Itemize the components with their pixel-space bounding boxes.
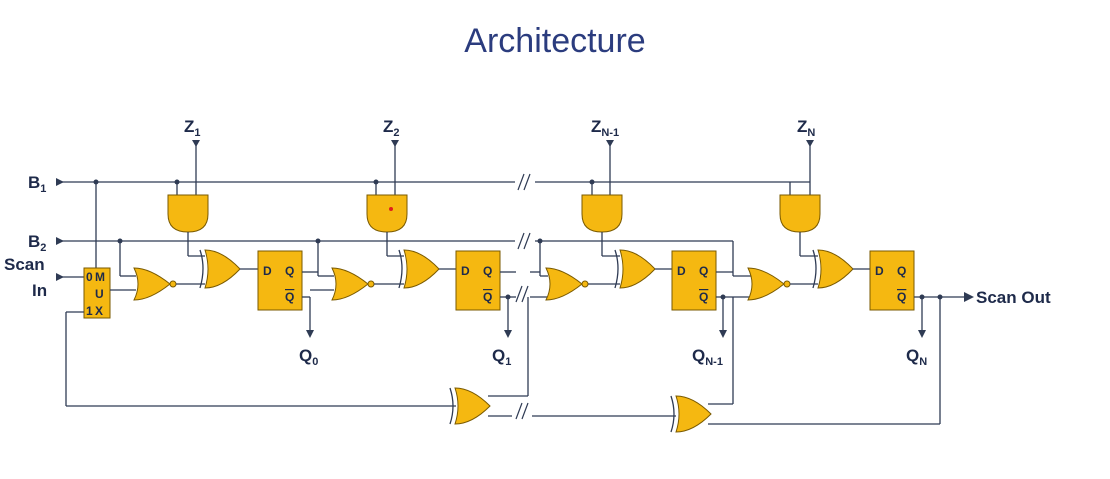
feedback-xor-gate-1 xyxy=(454,387,491,425)
xor-gate-4 xyxy=(817,249,854,289)
q0-label: Q0 xyxy=(299,346,318,368)
scan-out-arrow xyxy=(964,292,974,302)
xor-gate-1 xyxy=(204,249,241,289)
zn-input-arrow xyxy=(806,140,814,147)
q0-output-arrow xyxy=(306,330,314,338)
zn-label: ZN xyxy=(797,117,815,139)
qn1-label: QN-1 xyxy=(692,346,723,368)
b2-label: B2 xyxy=(28,232,46,254)
z2-input-arrow xyxy=(391,140,399,147)
mux-sel1-label: 1 xyxy=(86,304,93,318)
and-gate-2 xyxy=(366,194,408,233)
z1-input-arrow xyxy=(192,140,200,147)
page-title: Architecture xyxy=(464,22,646,60)
mux-letter-m: M xyxy=(95,270,105,284)
break-symbol xyxy=(515,173,531,420)
qn1-output-arrow xyxy=(719,330,727,338)
scan-in-label-line1: Scan xyxy=(4,255,45,274)
nor-gate-2 xyxy=(331,267,369,301)
b1-input-arrow xyxy=(56,178,64,186)
mux-letter-u: U xyxy=(95,287,104,301)
flip-flop-3 xyxy=(671,250,717,311)
ff2-d-label: D xyxy=(461,264,470,278)
ff3-q-label: Q xyxy=(699,264,708,278)
z2-label: Z2 xyxy=(383,117,400,139)
ff4-qbar-label: Q xyxy=(897,290,906,304)
z1-label: Z1 xyxy=(184,117,201,139)
and-gate-3 xyxy=(581,194,623,233)
b2-input-arrow xyxy=(56,237,64,245)
and-gate-4 xyxy=(779,194,821,233)
flip-flop-4 xyxy=(869,250,915,311)
xor-gate-3 xyxy=(619,249,656,289)
nor-gate-1 xyxy=(133,267,171,301)
q1-output-arrow xyxy=(504,330,512,338)
xor-gate-2 xyxy=(403,249,440,289)
ff3-qbar-label: Q xyxy=(699,290,708,304)
feedback-xor-gate-2 xyxy=(675,395,712,433)
ff2-qbar-label: Q xyxy=(483,290,492,304)
nor-gate-3 xyxy=(545,267,583,301)
b1-label: B1 xyxy=(28,173,46,195)
mux-sel0-label: 0 xyxy=(86,270,93,284)
flip-flop-2 xyxy=(455,250,501,311)
nor-gate-4 xyxy=(747,267,785,301)
q1-label: Q1 xyxy=(492,346,511,368)
red-marker-dot xyxy=(389,207,393,211)
ff4-d-label: D xyxy=(875,264,884,278)
qn-label: QN xyxy=(906,346,927,368)
and-gate-1 xyxy=(167,194,209,233)
zn1-label: ZN-1 xyxy=(591,117,619,139)
mux-letter-x: X xyxy=(95,304,103,318)
ff1-q-label: Q xyxy=(285,264,294,278)
scan-out-label: Scan Out xyxy=(976,288,1051,307)
ff1-d-label: D xyxy=(263,264,272,278)
ff4-q-label: Q xyxy=(897,264,906,278)
mux xyxy=(83,267,111,319)
ff2-q-label: Q xyxy=(483,264,492,278)
ff1-qbar-label: Q xyxy=(285,290,294,304)
ff3-d-label: D xyxy=(677,264,686,278)
zn1-input-arrow xyxy=(606,140,614,147)
scan-in-label-line2: In xyxy=(32,281,47,300)
scan-in-arrow xyxy=(56,273,64,281)
flip-flop-1 xyxy=(257,250,303,311)
qn-output-arrow xyxy=(918,330,926,338)
